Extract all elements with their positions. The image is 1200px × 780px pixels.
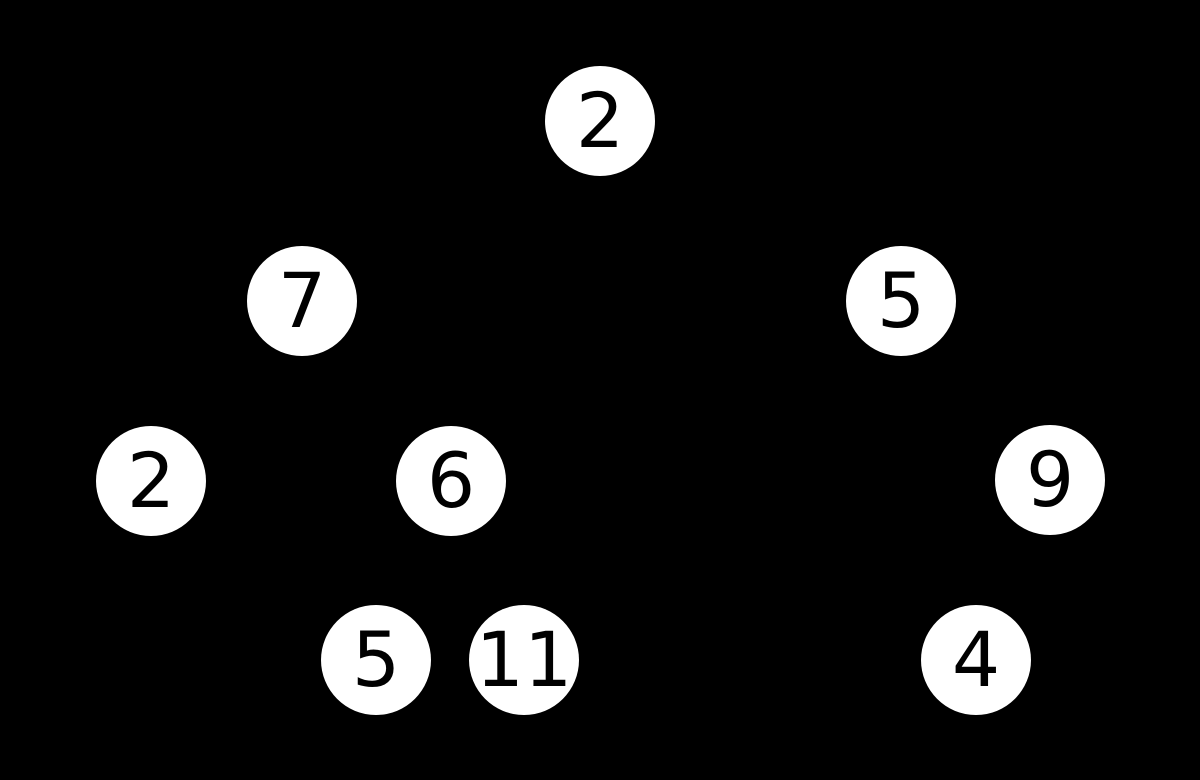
- graph-node-label: 6: [426, 436, 476, 525]
- graph-node[interactable]: 7: [247, 246, 357, 356]
- graph-node[interactable]: 6: [396, 426, 506, 536]
- graph-node[interactable]: 2: [96, 426, 206, 536]
- graph-node-label: 9: [1025, 435, 1075, 524]
- graph-node-label: 2: [575, 76, 625, 165]
- graph-node-label: 5: [351, 615, 401, 704]
- graph-node[interactable]: 2: [545, 66, 655, 176]
- graph-node-label: 5: [876, 256, 926, 345]
- graph-node-label: 11: [475, 615, 573, 704]
- graph-node[interactable]: 5: [321, 605, 431, 715]
- graph-node[interactable]: 9: [995, 425, 1105, 535]
- graph-node-label: 2: [126, 436, 176, 525]
- graph-node[interactable]: 5: [846, 246, 956, 356]
- graph-node-label: 7: [277, 256, 327, 345]
- graph-node-label: 4: [951, 615, 1001, 704]
- graph-node[interactable]: 4: [921, 605, 1031, 715]
- graph-node[interactable]: 11: [469, 605, 579, 715]
